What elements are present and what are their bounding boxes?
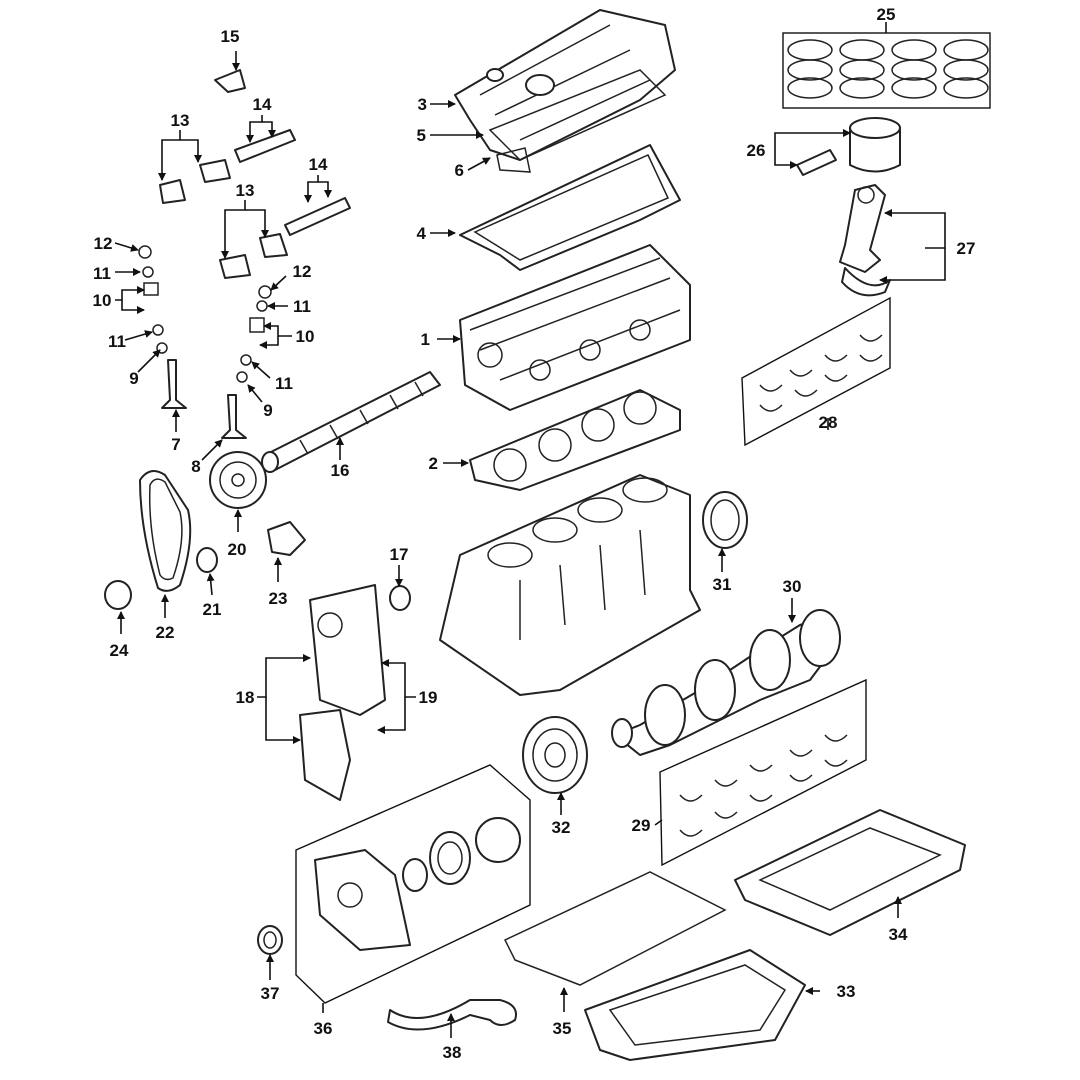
callout-7: 7	[171, 435, 180, 454]
callout-9-left: 9	[129, 369, 138, 388]
callout-2: 2	[429, 454, 438, 473]
part-cylinder-head	[459, 244, 691, 411]
part-oil-pan-gasket	[503, 871, 727, 986]
leader-lines	[114, 22, 946, 1038]
part-crank-pulley	[522, 716, 588, 794]
callout-19: 19	[419, 688, 438, 707]
part-timing-cover	[299, 584, 386, 801]
callout-22: 22	[156, 623, 175, 642]
part-valve-cover	[454, 9, 676, 161]
part-oil-pump	[314, 817, 521, 951]
callout-25: 25	[877, 5, 896, 24]
callout-3: 3	[418, 95, 427, 114]
callout-1: 1	[421, 330, 430, 349]
callout-14-top: 14	[253, 95, 272, 114]
part-idler-pulley	[196, 547, 218, 573]
callout-10-right: 10	[296, 327, 315, 346]
callout-23: 23	[269, 589, 288, 608]
callout-27: 27	[957, 239, 976, 258]
callout-14-right: 14	[309, 155, 328, 174]
part-engine-block	[439, 474, 701, 696]
callout-13-top: 13	[171, 111, 190, 130]
part-rear-main-seal	[702, 491, 748, 549]
callout-16: 16	[331, 461, 350, 480]
callout-20: 20	[228, 540, 247, 559]
group-box-28	[741, 296, 891, 447]
callout-6: 6	[455, 161, 464, 180]
callout-11-right-bottom: 11	[275, 374, 293, 393]
callout-11-right-top: 11	[293, 297, 311, 316]
callout-15: 15	[221, 27, 240, 46]
callout-36: 36	[314, 1019, 333, 1038]
callout-5: 5	[417, 126, 426, 145]
callout-24: 24	[110, 641, 129, 660]
part-head-gasket	[469, 389, 681, 491]
callout-30: 30	[783, 577, 802, 596]
part-cam-carrier-gasket	[459, 144, 681, 271]
part-valve-train	[138, 69, 351, 439]
callout-13-middle: 13	[236, 181, 255, 200]
part-main-bearings	[679, 734, 848, 837]
callout-11-left-bottom: 11	[108, 332, 126, 351]
part-upper-oil-pan	[734, 809, 966, 936]
callout-33: 33	[837, 982, 856, 1001]
callout-4: 4	[417, 224, 427, 243]
callout-29: 29	[632, 816, 651, 835]
callout-12-right: 12	[293, 262, 312, 281]
callout-28: 28	[819, 413, 838, 432]
part-rod-bearings	[759, 334, 883, 412]
part-oil-pickup	[387, 999, 517, 1031]
callout-12-left: 12	[94, 234, 113, 253]
part-connecting-rod	[839, 184, 891, 297]
callout-9-right: 9	[263, 401, 272, 420]
part-cam-sprocket	[209, 451, 267, 509]
part-timing-belt	[139, 470, 192, 592]
part-lower-oil-pan	[584, 949, 806, 1061]
callout-31: 31	[713, 575, 732, 594]
callout-18: 18	[236, 688, 255, 707]
part-piston	[796, 117, 901, 176]
callout-37: 37	[261, 984, 280, 1003]
group-box-29	[659, 678, 867, 867]
callout-38: 38	[443, 1043, 462, 1062]
callout-17: 17	[390, 545, 409, 564]
callout-21: 21	[203, 600, 222, 619]
part-crankshaft	[611, 609, 841, 756]
part-valve-cover-gasket	[488, 69, 667, 173]
part-cam-seal	[104, 580, 132, 610]
callout-11-left-top: 11	[93, 264, 111, 283]
part-small-seal	[389, 585, 411, 611]
callout-10-left: 10	[93, 291, 112, 310]
part-camshaft	[261, 371, 441, 473]
group-box-36	[295, 764, 531, 1004]
part-front-seal	[257, 925, 283, 955]
callout-32: 32	[552, 818, 571, 837]
callout-35: 35	[553, 1019, 572, 1038]
part-piston-rings	[787, 39, 989, 99]
callout-26: 26	[747, 141, 766, 160]
callout-34: 34	[889, 925, 908, 944]
part-tensioner	[267, 521, 306, 556]
callout-8: 8	[191, 457, 200, 476]
